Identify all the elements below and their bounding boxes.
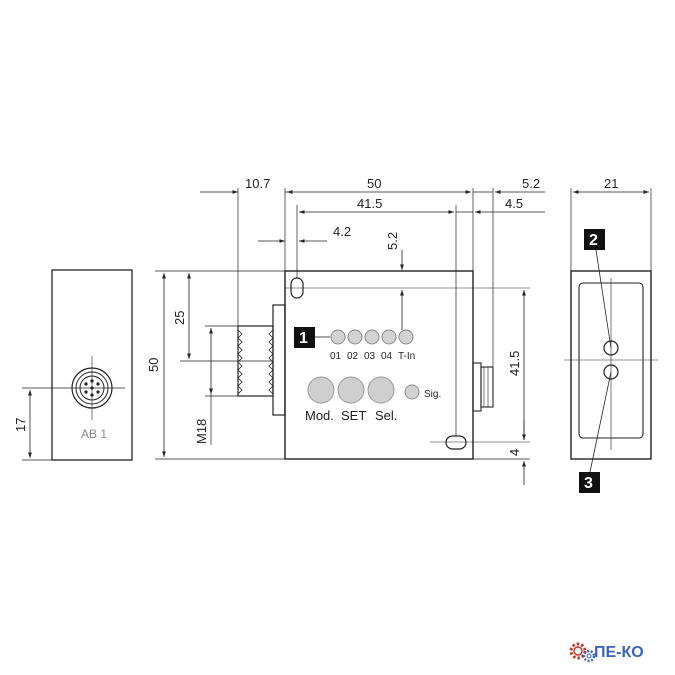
dim-50-left: 50 — [146, 358, 161, 372]
mode-button — [307, 376, 335, 404]
dim-25: 25 — [172, 311, 187, 325]
callout-3: 3 — [584, 475, 593, 492]
led-01 — [330, 329, 346, 345]
led-row — [330, 329, 414, 345]
dim-4: 4 — [507, 449, 522, 456]
ab1-label: AB 1 — [81, 427, 107, 441]
led-label-04: 04 — [381, 351, 393, 362]
callout-2-box — [584, 229, 605, 250]
left-view: AB 1 17 — [13, 269, 133, 461]
dim-21: 21 — [604, 176, 618, 191]
right-view-body — [570, 270, 652, 460]
sel-label: Sel. — [375, 408, 397, 423]
side-connector — [472, 362, 494, 412]
led-04 — [381, 329, 397, 345]
logo-text: ПЕ-КО — [594, 644, 644, 661]
logo: ПЕ-КО — [569, 642, 644, 663]
dim-4-5: 4.5 — [505, 196, 523, 211]
dim-17: 17 — [13, 418, 28, 432]
optic-2 — [603, 340, 619, 356]
signal-led — [404, 384, 420, 400]
right-view: 21 2 3 — [564, 176, 658, 493]
led-label-t-in: T-In — [398, 351, 415, 362]
gear-icon — [569, 642, 596, 663]
select-button — [367, 376, 395, 404]
callout-3-box — [579, 472, 600, 493]
led-label-01: 01 — [330, 351, 342, 362]
led-t-in — [398, 329, 414, 345]
callout-1-box — [294, 327, 315, 348]
mod-label: Mod. — [305, 408, 334, 423]
mounting-hole-bottom — [445, 435, 467, 450]
dim-41-5-right: 41.5 — [507, 351, 522, 376]
left-view-body — [51, 269, 133, 461]
led-label-02: 02 — [347, 351, 359, 362]
led-03 — [364, 329, 380, 345]
led-label-03: 03 — [364, 351, 376, 362]
dim-m18: M18 — [194, 419, 209, 444]
dim-5-2-vert: 5.2 — [385, 232, 400, 250]
set-button — [337, 376, 365, 404]
front-view: 1 01 02 03 04 T-In Sig. Mod. SET Sel. — [146, 176, 545, 485]
optic-3 — [603, 364, 619, 380]
front-view-body — [284, 270, 474, 460]
sig-label: Sig. — [424, 389, 441, 400]
m18-connector — [237, 304, 286, 416]
dim-41-5-top: 41.5 — [357, 196, 382, 211]
dim-4-2: 4.2 — [333, 224, 351, 239]
dim-5-2-top: 5.2 — [522, 176, 540, 191]
dim-10-7: 10.7 — [245, 176, 270, 191]
led-02 — [347, 329, 363, 345]
set-label: SET — [341, 408, 366, 423]
dim-50-top: 50 — [367, 176, 381, 191]
callout-2: 2 — [589, 232, 598, 249]
callout-1: 1 — [299, 330, 308, 347]
